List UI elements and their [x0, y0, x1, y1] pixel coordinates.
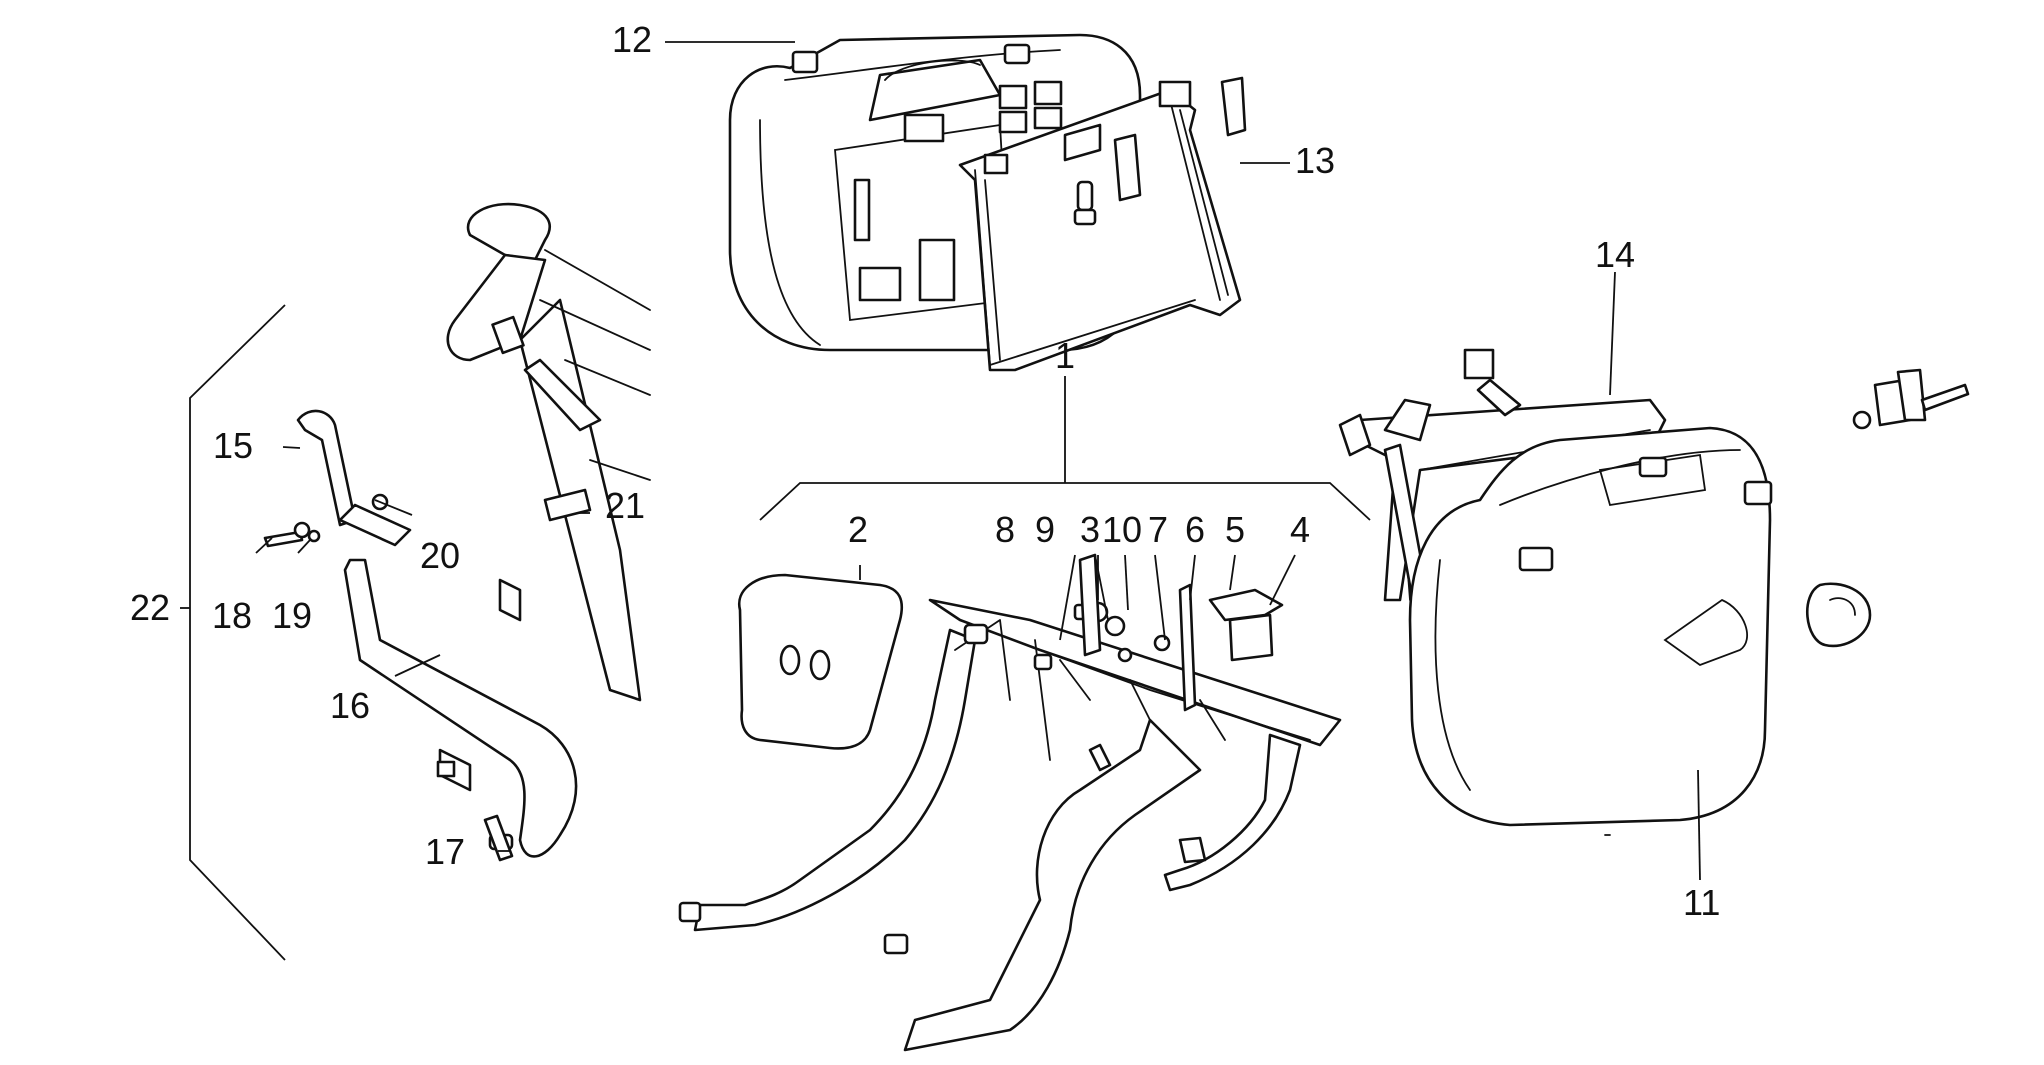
frame-section — [446, 202, 651, 702]
callout-2: 2 — [848, 509, 869, 550]
callout-4: 4 — [1290, 509, 1311, 550]
rear-rack-frame — [678, 598, 1342, 1052]
top-case-mount-frame — [958, 76, 1247, 372]
callout-18: 18 — [212, 595, 253, 636]
callout-20: 20 — [420, 535, 461, 576]
group-bracket-1 — [759, 376, 1371, 521]
callout-22: 22 — [130, 587, 171, 628]
callout-21: 21 — [605, 485, 646, 526]
callout-5: 5 — [1225, 509, 1246, 550]
side-case — [1408, 426, 1872, 836]
callout-9: 9 — [1035, 509, 1056, 550]
callout-6: 6 — [1185, 509, 1206, 550]
callout-1: 1 — [1055, 335, 1076, 376]
callout-16: 16 — [330, 685, 371, 726]
callout-15: 15 — [213, 425, 254, 466]
callout-19: 19 — [272, 595, 313, 636]
side-case-hardware — [1852, 368, 1970, 430]
callout-11: 11 — [1683, 882, 1721, 923]
crash-bar-lower — [343, 558, 578, 858]
rack-hardware — [963, 553, 1284, 772]
callout-10: 10 — [1102, 509, 1143, 550]
callout-7: 7 — [1148, 509, 1169, 550]
callout-3: 3 — [1080, 509, 1101, 550]
backrest-pad — [737, 573, 904, 750]
callout-8: 8 — [995, 509, 1016, 550]
crash-bar-upper — [296, 409, 412, 547]
callout-14: 14 — [1595, 234, 1636, 275]
callout-13: 13 — [1295, 140, 1336, 181]
leader-lines — [180, 41, 1701, 881]
top-case — [728, 33, 1142, 352]
group-bracket-22 — [189, 304, 286, 961]
callout-17: 17 — [425, 831, 466, 872]
callout-12: 12 — [612, 19, 653, 60]
